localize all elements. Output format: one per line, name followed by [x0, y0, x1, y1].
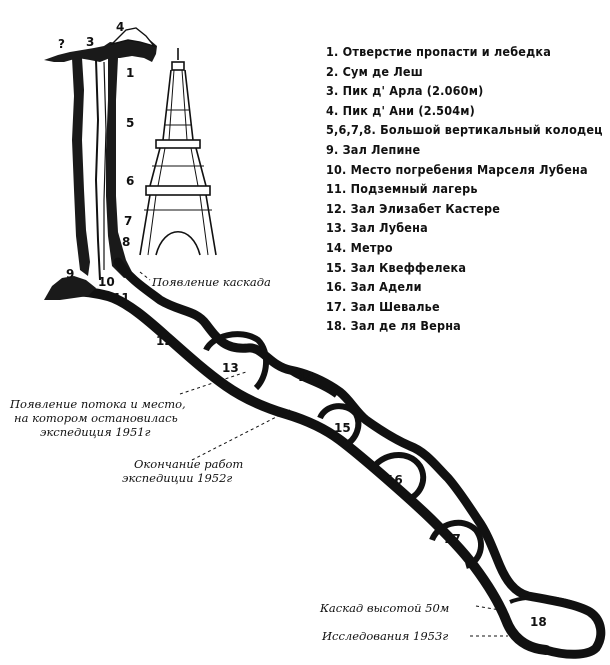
label-9: 9 [66, 267, 74, 281]
label-4: 4 [116, 20, 124, 34]
label-10: 10 [98, 275, 115, 289]
note-stream-line1: Появление потока и место, [9, 397, 186, 411]
label-6: 6 [126, 174, 134, 188]
shaft-rope [94, 59, 101, 281]
cave-floor [53, 286, 551, 655]
label-14: 14 [298, 370, 315, 384]
legend-item: 5,6,7,8. Большой вертикальный колодец [326, 122, 603, 138]
legend-item: 12. Зал Элизабет Кастере [326, 200, 501, 216]
label-11: 11 [113, 291, 130, 305]
annotation-leaders [139, 271, 508, 637]
hall-15-outline [317, 403, 362, 449]
hall-lepine-rock [44, 276, 96, 300]
shaft-right-wall [106, 56, 134, 278]
legend-item: 17. Зал Шевалье [326, 298, 440, 314]
label-13: 13 [222, 361, 239, 375]
legend-item: 3. Пик д' Арла (2.060м) [326, 83, 484, 99]
hall-13-outline [203, 331, 269, 391]
legend-item: 1. Отверстие пропасти и лебедка [326, 44, 552, 59]
note-cascade-appearance: Появление каскада [151, 275, 271, 289]
legend: 1. Отверстие пропасти и лебедка 2. Сум д… [326, 42, 610, 336]
legend-item: 10. Место погребения Марселя Лубена [326, 161, 588, 177]
hall-14-outline [288, 370, 338, 398]
label-5: 5 [126, 116, 134, 130]
legend-item: 13. Зал Лубена [326, 220, 428, 236]
hall-17-outline [429, 519, 484, 569]
note-stream-line2: на котором остановилась [14, 411, 178, 425]
note-end-line2: экспедиции 1952г [122, 471, 232, 485]
shaft-rope-2 [103, 61, 107, 270]
legend-item: 9. Зал Лепине [326, 141, 421, 157]
label-1: 1 [126, 66, 134, 80]
label-16: 16 [386, 473, 403, 487]
note-cascade-50m: Каскад высотой 50м [319, 601, 449, 615]
label-7: 7 [124, 214, 132, 228]
note-end-line1: Окончание работ [134, 457, 243, 471]
legend-item: 15. Зал Квеффелека [326, 259, 467, 275]
underground-camp-marks [99, 290, 113, 302]
legend-item: 2. Сум де Леш [326, 63, 423, 79]
hall-16-outline [369, 452, 427, 503]
mountain-peak-ani [109, 27, 156, 48]
legend-item: 14. Метро [326, 239, 393, 255]
label-3: 3 [86, 35, 94, 49]
note-stream-line3: экспедиция 1951г [40, 425, 151, 439]
eiffel-tower-icon [139, 48, 217, 256]
label-18: 18 [530, 615, 547, 629]
legend-item: 18. Зал де ля Верна [326, 318, 461, 334]
legend-item: 11. Подземный лагерь [326, 181, 478, 197]
label-12: 12 [156, 334, 173, 348]
legend-item: 4. Пик д' Ани (2.504м) [326, 102, 475, 118]
label-15: 15 [334, 421, 351, 435]
label-question: ? [58, 37, 65, 51]
legend-item: 16. Зал Адели [326, 279, 422, 295]
shaft-left-wall [72, 58, 90, 276]
hall-18-outline [509, 595, 592, 614]
label-8: 8 [122, 235, 130, 249]
label-17: 17 [444, 532, 461, 546]
note-research-1953: Исследования 1953г [321, 629, 448, 643]
